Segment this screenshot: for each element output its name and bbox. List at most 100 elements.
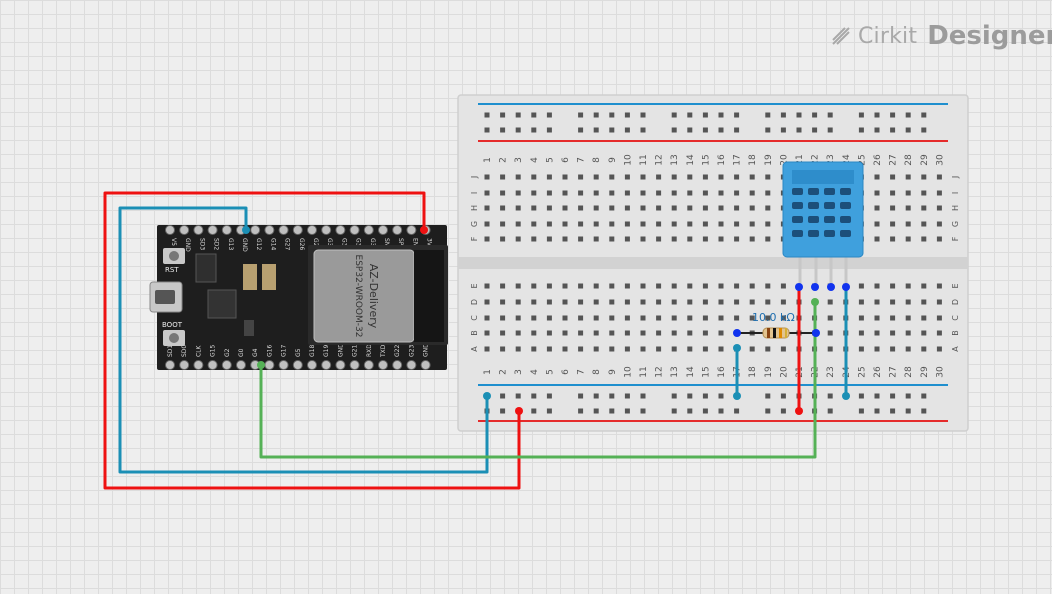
breadboard-hole[interactable] [593, 205, 599, 211]
breadboard-hole[interactable] [921, 190, 927, 196]
rail-hole[interactable] [500, 127, 506, 133]
rail-hole[interactable] [531, 127, 537, 133]
breadboard-hole[interactable] [546, 221, 552, 227]
breadboard-hole[interactable] [905, 283, 911, 289]
breadboard-hole[interactable] [578, 221, 584, 227]
esp32-pin[interactable] [193, 225, 204, 235]
breadboard-hole[interactable] [578, 283, 584, 289]
rail-hole[interactable] [905, 393, 911, 399]
breadboard-hole[interactable] [593, 315, 599, 321]
rail-hole[interactable] [718, 408, 724, 414]
breadboard-hole[interactable] [749, 346, 755, 352]
rail-hole[interactable] [765, 112, 771, 118]
breadboard-hole[interactable] [718, 205, 724, 211]
breadboard-hole[interactable] [624, 299, 630, 305]
breadboard-hole[interactable] [687, 236, 693, 242]
breadboard-hole[interactable] [578, 174, 584, 180]
breadboard-hole[interactable] [780, 315, 786, 321]
breadboard-hole[interactable] [874, 221, 880, 227]
breadboard-hole[interactable] [546, 236, 552, 242]
breadboard-hole[interactable] [827, 346, 833, 352]
breadboard-hole[interactable] [687, 299, 693, 305]
rail-hole[interactable] [640, 408, 646, 414]
breadboard-hole[interactable] [624, 346, 630, 352]
breadboard-hole[interactable] [890, 174, 896, 180]
rail-hole[interactable] [905, 408, 911, 414]
breadboard-hole[interactable] [718, 236, 724, 242]
breadboard-hole[interactable] [734, 315, 740, 321]
breadboard-hole[interactable] [905, 221, 911, 227]
breadboard-hole[interactable] [484, 315, 490, 321]
breadboard-hole[interactable] [562, 205, 568, 211]
breadboard-hole[interactable] [687, 221, 693, 227]
rail-hole[interactable] [609, 127, 615, 133]
rail-hole[interactable] [780, 112, 786, 118]
breadboard-hole[interactable] [656, 330, 662, 336]
rail-hole[interactable] [858, 393, 864, 399]
rail-hole[interactable] [890, 112, 896, 118]
rail-hole[interactable] [593, 408, 599, 414]
breadboard-hole[interactable] [765, 315, 771, 321]
rail-hole[interactable] [827, 127, 833, 133]
breadboard-hole[interactable] [531, 330, 537, 336]
breadboard-hole[interactable] [936, 315, 942, 321]
breadboard-hole[interactable] [921, 330, 927, 336]
esp32-pin[interactable] [307, 360, 317, 370]
breadboard-hole[interactable] [593, 190, 599, 196]
rail-hole[interactable] [593, 112, 599, 118]
breadboard-hole[interactable] [890, 330, 896, 336]
breadboard-hole[interactable] [780, 299, 786, 305]
breadboard-hole[interactable] [515, 283, 521, 289]
breadboard-hole[interactable] [609, 330, 615, 336]
breadboard-hole[interactable] [765, 205, 771, 211]
breadboard-hole[interactable] [484, 221, 490, 227]
rail-hole[interactable] [624, 127, 630, 133]
breadboard-hole[interactable] [687, 346, 693, 352]
breadboard-hole[interactable] [593, 299, 599, 305]
breadboard-hole[interactable] [936, 236, 942, 242]
breadboard-hole[interactable] [687, 174, 693, 180]
breadboard-hole[interactable] [936, 330, 942, 336]
breadboard-hole[interactable] [890, 283, 896, 289]
breadboard-hole[interactable] [702, 283, 708, 289]
esp32-pin[interactable] [307, 225, 317, 235]
breadboard-hole[interactable] [500, 299, 506, 305]
breadboard-hole[interactable] [500, 236, 506, 242]
breadboard-hole[interactable] [656, 221, 662, 227]
breadboard-hole[interactable] [702, 236, 708, 242]
rail-hole[interactable] [702, 112, 708, 118]
breadboard-hole[interactable] [671, 190, 677, 196]
rail-hole[interactable] [905, 112, 911, 118]
breadboard-hole[interactable] [515, 299, 521, 305]
esp32-pin[interactable] [179, 225, 190, 235]
breadboard-hole[interactable] [484, 205, 490, 211]
rail-hole[interactable] [921, 112, 927, 118]
rail-hole[interactable] [546, 127, 552, 133]
rail-hole[interactable] [531, 408, 537, 414]
breadboard-hole[interactable] [905, 299, 911, 305]
rail-hole[interactable] [484, 112, 490, 118]
rail-hole[interactable] [874, 408, 880, 414]
rail-hole[interactable] [546, 393, 552, 399]
rail-hole[interactable] [578, 393, 584, 399]
rail-hole[interactable] [578, 112, 584, 118]
esp32-pin[interactable] [378, 225, 388, 235]
rail-hole[interactable] [796, 112, 802, 118]
breadboard-hole[interactable] [546, 205, 552, 211]
rail-hole[interactable] [640, 393, 646, 399]
rail-hole[interactable] [765, 393, 771, 399]
breadboard-hole[interactable] [905, 330, 911, 336]
breadboard-hole[interactable] [780, 283, 786, 289]
breadboard-hole[interactable] [921, 221, 927, 227]
rail-hole[interactable] [578, 127, 584, 133]
breadboard-hole[interactable] [874, 330, 880, 336]
breadboard-hole[interactable] [562, 330, 568, 336]
breadboard-hole[interactable] [500, 190, 506, 196]
breadboard-hole[interactable] [640, 205, 646, 211]
breadboard-hole[interactable] [718, 283, 724, 289]
rail-hole[interactable] [687, 408, 693, 414]
breadboard-hole[interactable] [905, 174, 911, 180]
wires[interactable] [103, 191, 848, 490]
breadboard-hole[interactable] [718, 315, 724, 321]
breadboard-hole[interactable] [546, 315, 552, 321]
